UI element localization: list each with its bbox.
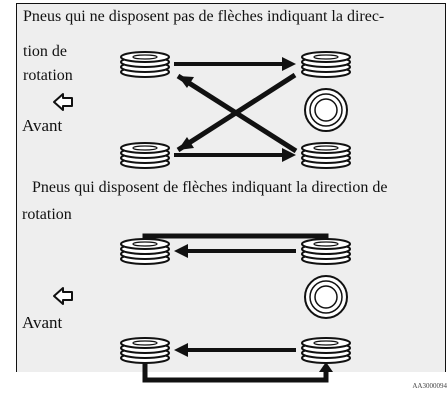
- section1-title-line3: rotation: [23, 67, 73, 84]
- s2-bottom-bracket-arrow: [142, 358, 333, 383]
- s1-tire-front-right-icon: [301, 51, 351, 78]
- s1-straight-arrows: [174, 57, 296, 162]
- s2-tire-rear-right-icon: [301, 337, 351, 364]
- s1-tire-rear-right-icon: [301, 142, 351, 169]
- s2-spare-tire-icon: [304, 275, 348, 319]
- section2-title-line2: rotation: [22, 206, 72, 223]
- s2-tire-front-left-icon: [120, 238, 170, 265]
- section1-title-line1: Pneus qui ne disposent pas de flèches in…: [23, 8, 385, 25]
- s1-spare-tire-icon: [304, 88, 348, 132]
- s1-front-arrow-icon: [53, 93, 73, 111]
- section2-title-line1: Pneus qui disposent de flèches indiquant…: [32, 179, 388, 196]
- s2-tire-front-right-icon: [301, 238, 351, 265]
- s1-cross-arrows: [176, 72, 298, 154]
- section1-front-label: Avant: [22, 116, 63, 135]
- section2-front-label: Avant: [22, 313, 63, 332]
- section1-title-line2: tion de: [23, 43, 67, 60]
- s2-left-arrows: [174, 244, 296, 357]
- s1-tire-front-left-icon: [120, 51, 170, 78]
- figure-code: AA3000094: [412, 382, 447, 390]
- s2-front-arrow-icon: [53, 287, 73, 305]
- s2-tire-rear-left-icon: [120, 337, 170, 364]
- s1-tire-rear-left-icon: [120, 142, 170, 169]
